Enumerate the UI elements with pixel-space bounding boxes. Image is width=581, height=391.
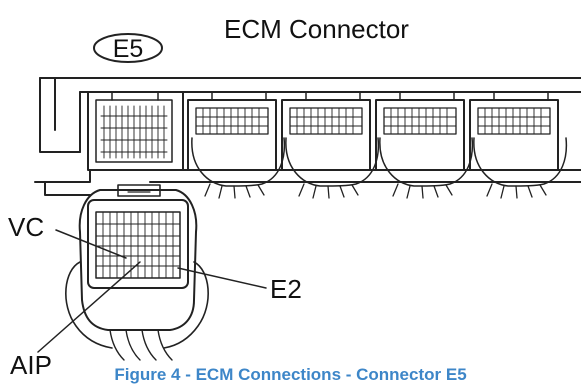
connector-id-label: E5 xyxy=(113,35,144,63)
pin-label-e2: E2 xyxy=(270,274,302,304)
connector-ecm-4 xyxy=(375,91,474,199)
leader-line-vc xyxy=(55,229,127,259)
pin-label-aip: AIP xyxy=(10,350,52,380)
connector-ecm-5 xyxy=(469,91,568,199)
ecm-housing xyxy=(34,77,581,196)
diagram-title: ECM Connector xyxy=(224,14,409,44)
connector-id-circle xyxy=(93,33,163,63)
connector-ecm-2 xyxy=(187,91,286,199)
leader-line-aip xyxy=(37,261,141,353)
connector-e5-plug xyxy=(65,184,209,361)
figure-caption: Figure 4 - ECM Connections - Connector E… xyxy=(114,365,467,384)
connector-ecm-3 xyxy=(281,91,380,199)
pin-label-vc: VC xyxy=(8,212,44,242)
connector-e5-socket xyxy=(87,91,184,171)
leader-line-e2 xyxy=(177,267,267,289)
